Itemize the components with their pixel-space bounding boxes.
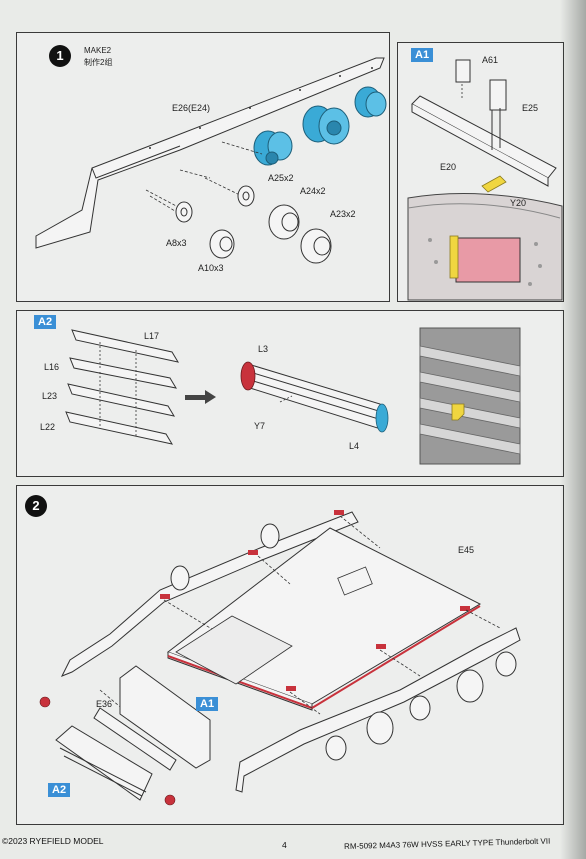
blue-bogie-3 — [354, 86, 387, 118]
footer-copyright: ©2023 RYEFIELD MODEL — [2, 836, 104, 846]
blue-end-cap — [375, 403, 389, 433]
label-e36: E36 — [96, 699, 113, 709]
grille-a2 — [55, 725, 153, 801]
grille-bars-exploded — [65, 329, 180, 445]
grille-dashed-lines — [99, 342, 137, 438]
label-l22: L22 — [40, 422, 56, 432]
label-e26: E26(E24) — [172, 103, 211, 113]
a1-brackets — [455, 59, 507, 150]
rear-plate — [93, 665, 211, 771]
floor-hatch — [337, 566, 373, 596]
label-a25: A25x2 — [268, 173, 294, 183]
road-wheels — [175, 185, 332, 264]
hull-side-plate — [35, 57, 385, 249]
assembly-lines — [145, 141, 263, 215]
label-a23: A23x2 — [330, 209, 356, 219]
step2-a2-badge: A2 — [48, 783, 71, 797]
label-a61: A61 — [482, 55, 499, 65]
label-l23: L23 — [42, 391, 58, 401]
blue-bogie-1 — [253, 130, 293, 166]
upper-hull-side — [60, 511, 359, 677]
label-a8: A8x3 — [166, 238, 187, 248]
label-y20: Y20 — [510, 198, 527, 208]
page-edge-shadow — [560, 0, 586, 859]
step2-a1-badge: A1 — [196, 697, 219, 711]
label-e25: E25 — [522, 103, 539, 113]
arrow-right — [185, 390, 216, 404]
a1-bolts — [428, 238, 542, 286]
a2-badge: A2 — [34, 315, 57, 329]
a1-arrows — [461, 84, 501, 150]
floor-panel — [175, 615, 293, 685]
upper-bogies — [170, 523, 280, 591]
hull-rivets — [149, 67, 373, 149]
lower-bogies — [325, 651, 517, 761]
label-l3: L3 — [258, 344, 269, 354]
step2-number: 2 — [25, 495, 47, 517]
a1-plate — [411, 95, 557, 187]
make-label: MAKE2 — [84, 46, 112, 55]
red-end-cap — [240, 361, 256, 391]
a1-yellow-part — [481, 175, 507, 193]
label-y7: Y7 — [254, 421, 266, 431]
label-e45: E45 — [458, 545, 475, 555]
grille-render-slats — [419, 345, 521, 455]
red-markers — [39, 696, 176, 806]
step1-number: 1 — [49, 45, 71, 67]
lower-hull-side — [235, 627, 521, 793]
label-e20: E20 — [440, 162, 457, 172]
a1-badge: A1 — [411, 48, 434, 62]
label-a24: A24x2 — [300, 186, 326, 196]
label-l4: L4 — [349, 441, 360, 451]
footer-page-number: 4 — [282, 840, 287, 850]
label-l17: L17 — [144, 331, 160, 341]
label-l16: L16 — [44, 362, 60, 372]
red-tabs — [160, 510, 470, 691]
label-a10: A10x3 — [198, 263, 224, 273]
decal-yellow-edge — [449, 235, 459, 279]
grille-render-yellow — [451, 403, 465, 421]
make-label-cn: 制作2组 — [84, 58, 113, 67]
blue-bogie-2 — [302, 105, 350, 145]
